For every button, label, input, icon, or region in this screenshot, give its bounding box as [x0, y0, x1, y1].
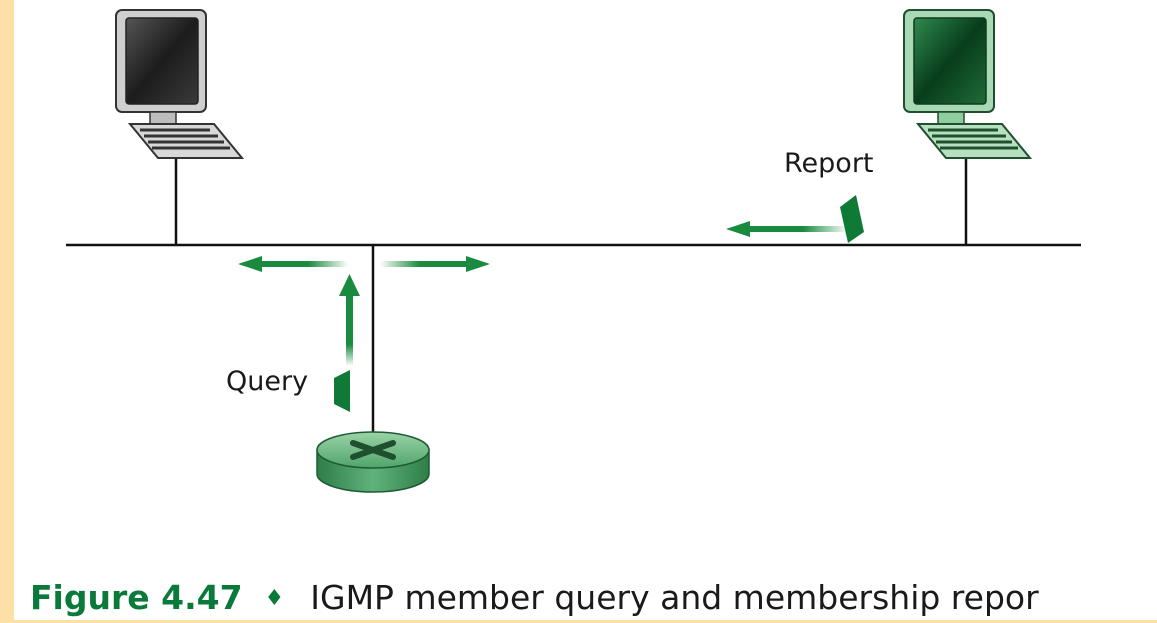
diamond-separator-icon: ♦ [264, 586, 285, 611]
query-up-arrow [339, 274, 360, 366]
query-broadcast-right-arrow [380, 256, 490, 272]
report-label: Report [784, 148, 874, 179]
caption-text: IGMP member query and membership repor [310, 578, 1039, 617]
router-icon [316, 431, 430, 493]
desktop-computer-icon [115, 9, 245, 159]
report-envelope-icon [840, 195, 864, 243]
figure-caption: Figure 4.47 ♦ IGMP member query and member… [30, 578, 1039, 623]
desktop-computer-icon [903, 9, 1033, 159]
query-envelope-icon [334, 370, 350, 412]
igmp-diagram: Report Query [66, 9, 1081, 493]
figure-canvas: Report Query Figure 4.47 ♦ IGMP member que… [14, 0, 1157, 620]
report-arrow [726, 221, 848, 237]
query-broadcast-left-arrow [238, 256, 348, 272]
query-label: Query [226, 366, 308, 397]
figure-number: Figure 4.47 [30, 578, 243, 617]
